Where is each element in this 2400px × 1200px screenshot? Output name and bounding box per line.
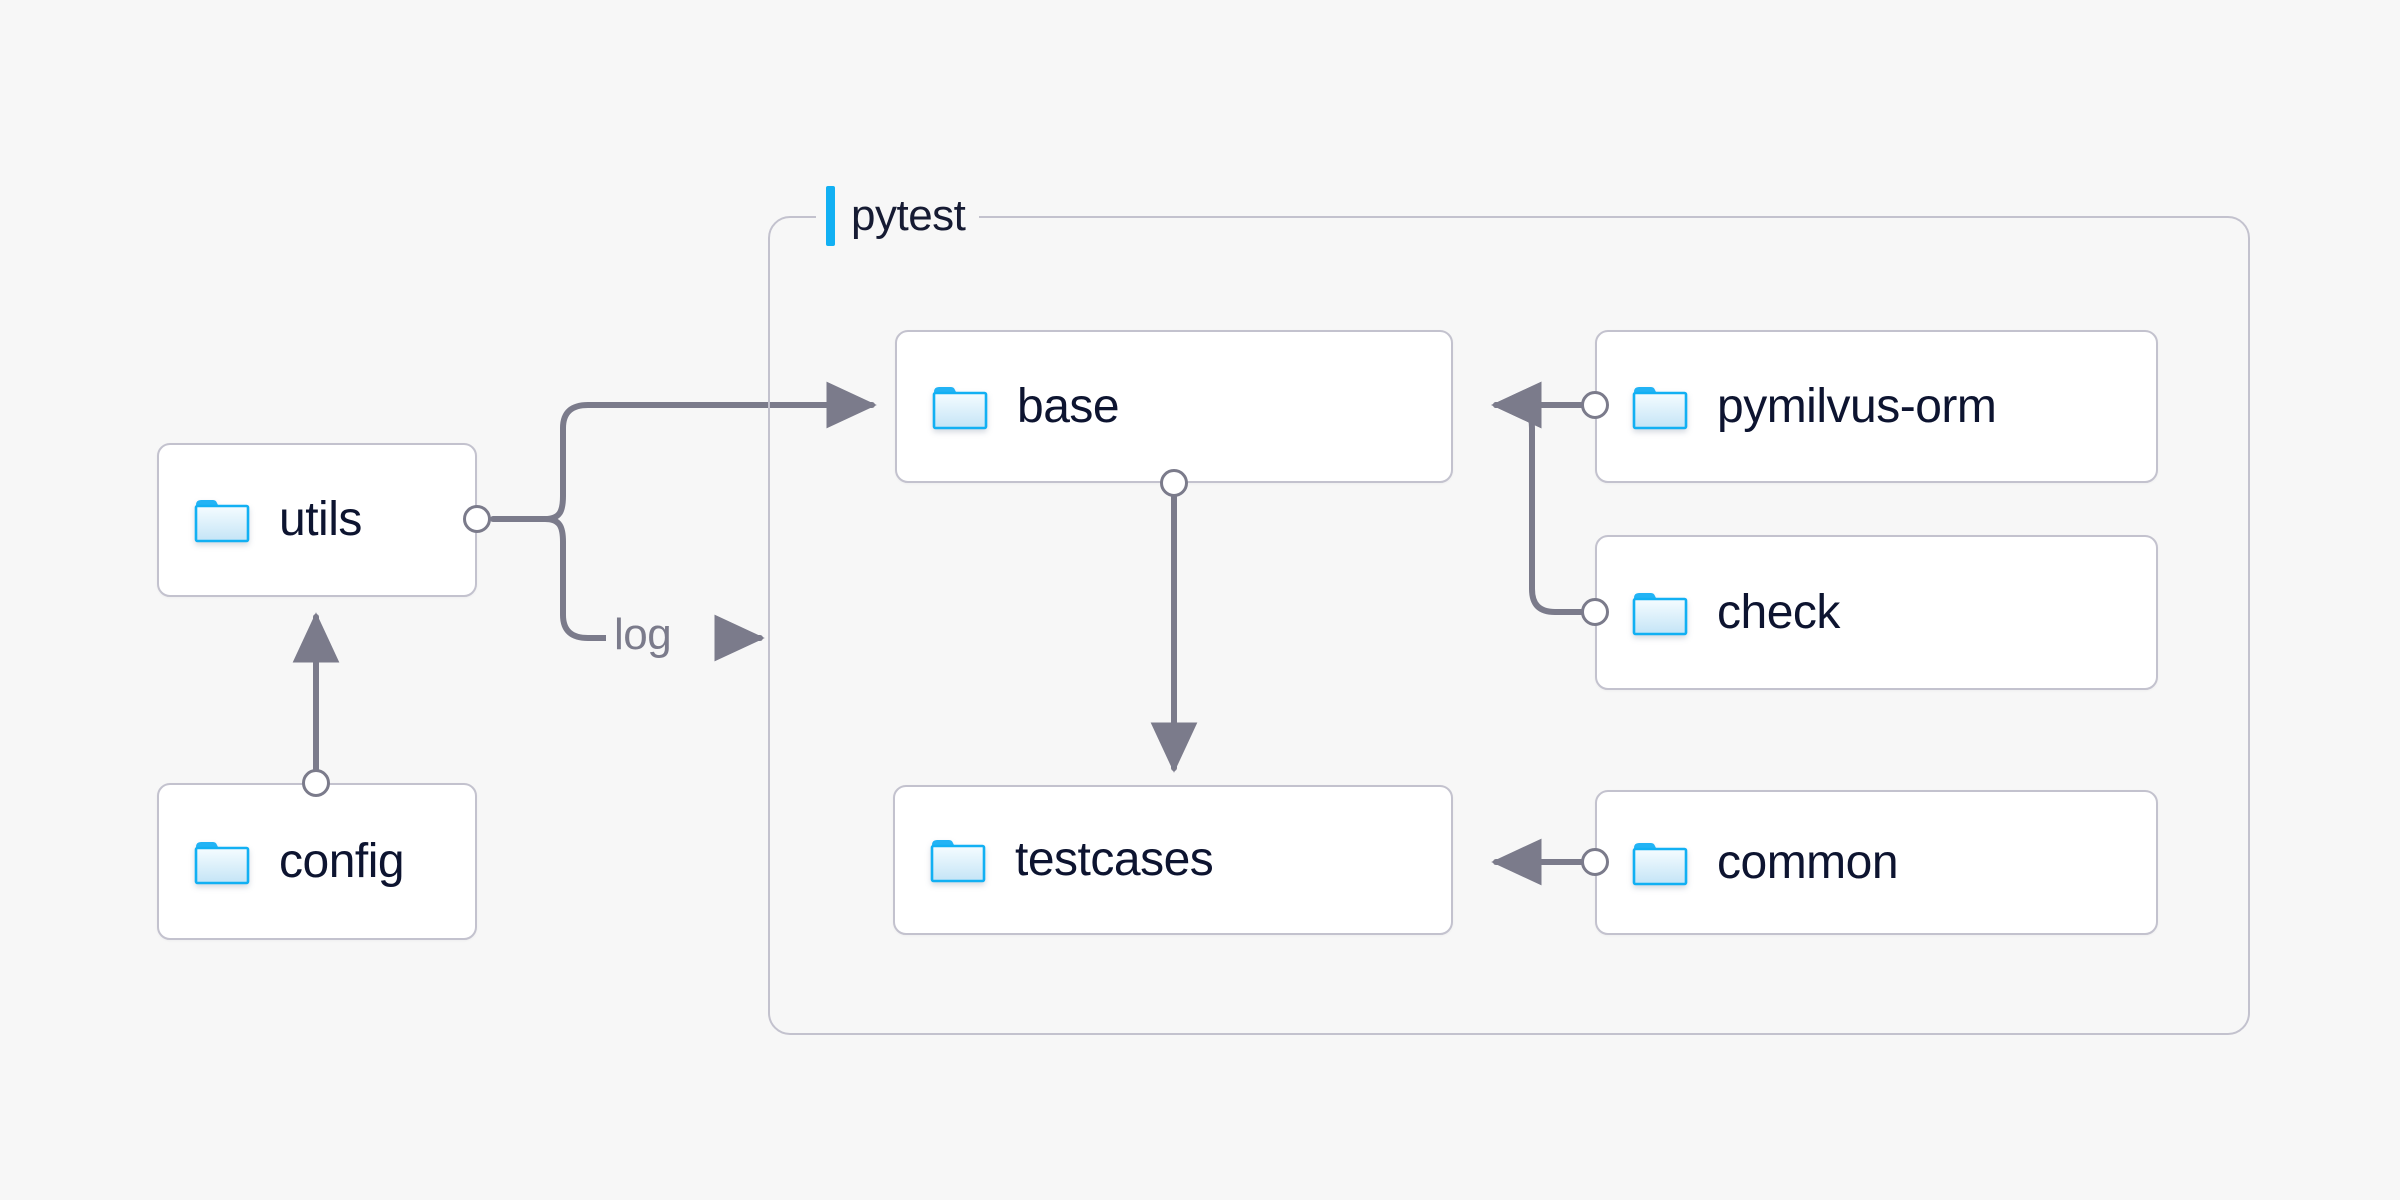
port-base-bottom[interactable]: [1160, 469, 1188, 497]
pytest-group-label-wrap[interactable]: pytest: [816, 186, 980, 246]
node-pymilvus-orm[interactable]: pymilvus-orm: [1595, 330, 2158, 483]
folder-icon: [1632, 842, 1688, 885]
node-base[interactable]: base: [895, 330, 1453, 483]
folder-icon: [194, 841, 250, 884]
port-check-left[interactable]: [1581, 598, 1609, 626]
node-label-common: common: [1717, 835, 1899, 889]
node-common[interactable]: common: [1595, 790, 2158, 935]
port-utils-right[interactable]: [463, 505, 491, 533]
port-config-top[interactable]: [302, 769, 330, 797]
node-label-config: config: [279, 834, 405, 888]
node-label-base: base: [1017, 379, 1120, 433]
group-accent-bar: [826, 186, 835, 246]
node-label-utils: utils: [279, 493, 362, 546]
edge-utils-to-log: [542, 516, 617, 641]
node-label-check: check: [1717, 585, 1840, 639]
node-label-testcases: testcases: [1015, 833, 1214, 886]
edge-check-to-base: [1491, 381, 1584, 615]
port-pymilvus-orm-left[interactable]: [1581, 391, 1609, 419]
folder-icon: [932, 386, 988, 429]
port-common-left[interactable]: [1581, 848, 1609, 876]
node-check[interactable]: check: [1595, 535, 2158, 690]
folder-icon: [930, 840, 986, 883]
edge-label-log: log: [606, 613, 680, 657]
pytest-group-container[interactable]: [768, 216, 2250, 1035]
node-config[interactable]: config: [157, 783, 477, 940]
node-testcases[interactable]: testcases: [893, 785, 1453, 935]
pytest-group-label: pytest: [851, 191, 966, 240]
edge-utils-to-base: [542, 381, 877, 522]
node-utils[interactable]: utils: [157, 443, 477, 597]
folder-icon: [194, 500, 250, 543]
node-label-pymilvus-orm: pymilvus-orm: [1717, 379, 1997, 433]
folder-icon: [1632, 386, 1688, 429]
folder-icon: [1632, 592, 1688, 635]
